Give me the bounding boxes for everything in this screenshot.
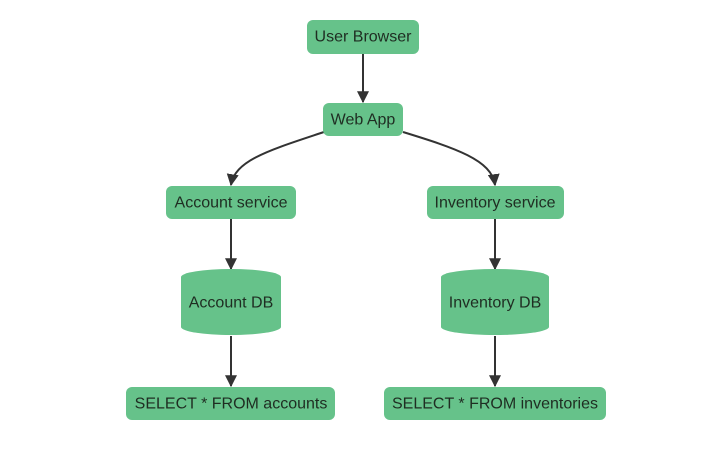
node-label: SELECT * FROM accounts [135,396,328,413]
edge-web-app-to-account-service [226,131,325,187]
edges [225,54,501,388]
database-cylinder [181,269,281,335]
node-inventory-db: Inventory DB [441,269,549,335]
node-account-service: Account service [166,186,296,219]
node-label: SELECT * FROM inventories [392,396,598,413]
database-cylinder [441,269,549,335]
node-inventory-service: Inventory service [427,186,564,219]
node-accounts-query: SELECT * FROM accounts [126,387,335,420]
node-label: Inventory DB [449,295,541,312]
node-label: Account DB [189,295,273,312]
node-web-app: Web App [323,103,403,136]
node-account-db: Account DB [181,269,281,335]
node-label: User Browser [315,29,413,46]
node-user-browser: User Browser [307,20,419,54]
node-label: Inventory service [435,195,556,212]
node-label: Account service [175,195,288,212]
node-label: Web App [331,112,396,129]
edge-web-app-to-inventory-service [402,131,500,187]
node-inventories-query: SELECT * FROM inventories [384,387,606,420]
